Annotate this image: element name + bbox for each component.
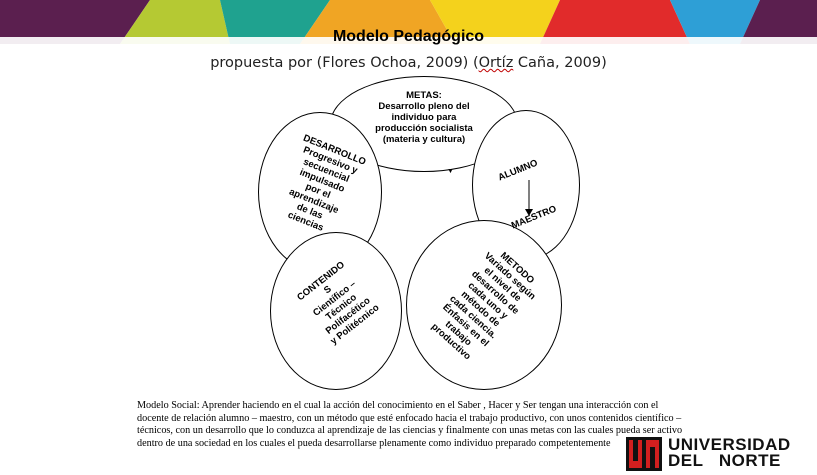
logo-line-1: UNIVERSIDAD	[668, 435, 791, 454]
subtitle-suffix: Caña, 2009)	[513, 55, 607, 71]
slide-title: Modelo Pedagógico	[332, 28, 485, 45]
decorative-banner	[0, 0, 817, 44]
metas-line-4: (materia y cultura)	[382, 134, 466, 145]
metas-heading: METAS:	[406, 90, 442, 101]
un-logo-mark-icon	[626, 437, 662, 471]
universidad-del-norte-logo: UNIVERSIDAD DEL NORTE	[626, 435, 812, 471]
metas-line-2: individuo para	[391, 112, 457, 123]
small-arrow-marker: ▼	[447, 168, 454, 175]
ellipse-contenidos	[270, 232, 402, 390]
slide-subtitle: propuesta por (Flores Ochoa, 2009) (Ortí…	[0, 53, 817, 73]
subtitle-prefix: propuesta por (Flores Ochoa, 2009) (	[210, 55, 479, 71]
alumno-maestro-arrow	[525, 180, 533, 216]
logo-text: UNIVERSIDAD DEL NORTE	[668, 435, 791, 470]
subtitle-underlined-word: Ortíz	[478, 55, 514, 71]
metas-text: METAS: Desarrollo pleno del individuo pa…	[360, 90, 488, 145]
ellipse-metodo	[406, 220, 562, 390]
logo-line-2: DEL NORTE	[668, 451, 781, 470]
metas-line-3: producción socialista	[375, 123, 473, 134]
metas-line-1: Desarrollo pleno del	[378, 101, 470, 112]
modelo-social-paragraph: Modelo Social: Aprender haciendo en el c…	[137, 400, 683, 449]
title-block: Modelo Pedagógico propuesta por (Flores …	[0, 27, 817, 73]
